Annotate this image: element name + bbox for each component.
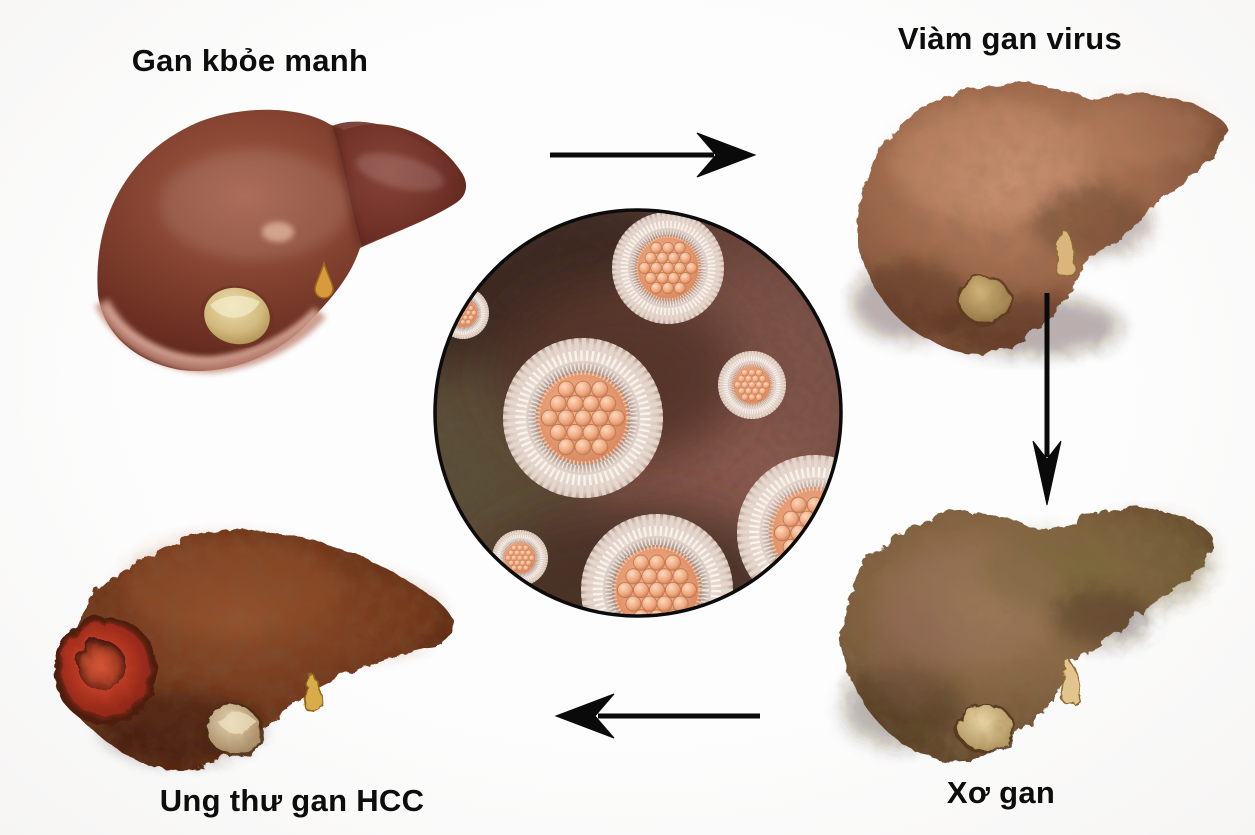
gallbladder — [957, 275, 1009, 321]
gallbladder — [957, 702, 1011, 750]
arrow-right-icon — [550, 132, 757, 178]
stage-label-hepatitis: Viàm gan virus — [897, 21, 1123, 56]
healthy-liver-illustration — [94, 109, 467, 374]
bile-drop — [314, 260, 334, 299]
bile-duct — [301, 672, 321, 711]
cirrhosis-liver-illustration — [839, 506, 1212, 760]
hepatitis-liver-illustration — [850, 83, 1227, 355]
micrograph-border — [433, 208, 843, 618]
stage-label-cirrhosis: Xơ gan — [946, 775, 1056, 810]
stage-label-hcc: Ung thư gan HCC — [159, 783, 425, 818]
hcc-liver-illustration — [52, 527, 453, 769]
stage-label-healthy: Gan kbỏe manh — [131, 43, 369, 78]
bile-duct — [1053, 229, 1075, 277]
arrow-left-icon — [554, 693, 760, 739]
bile-duct — [1057, 657, 1079, 703]
hcc-tumor — [52, 615, 156, 723]
hepatitis-virus-micrograph — [433, 208, 843, 618]
